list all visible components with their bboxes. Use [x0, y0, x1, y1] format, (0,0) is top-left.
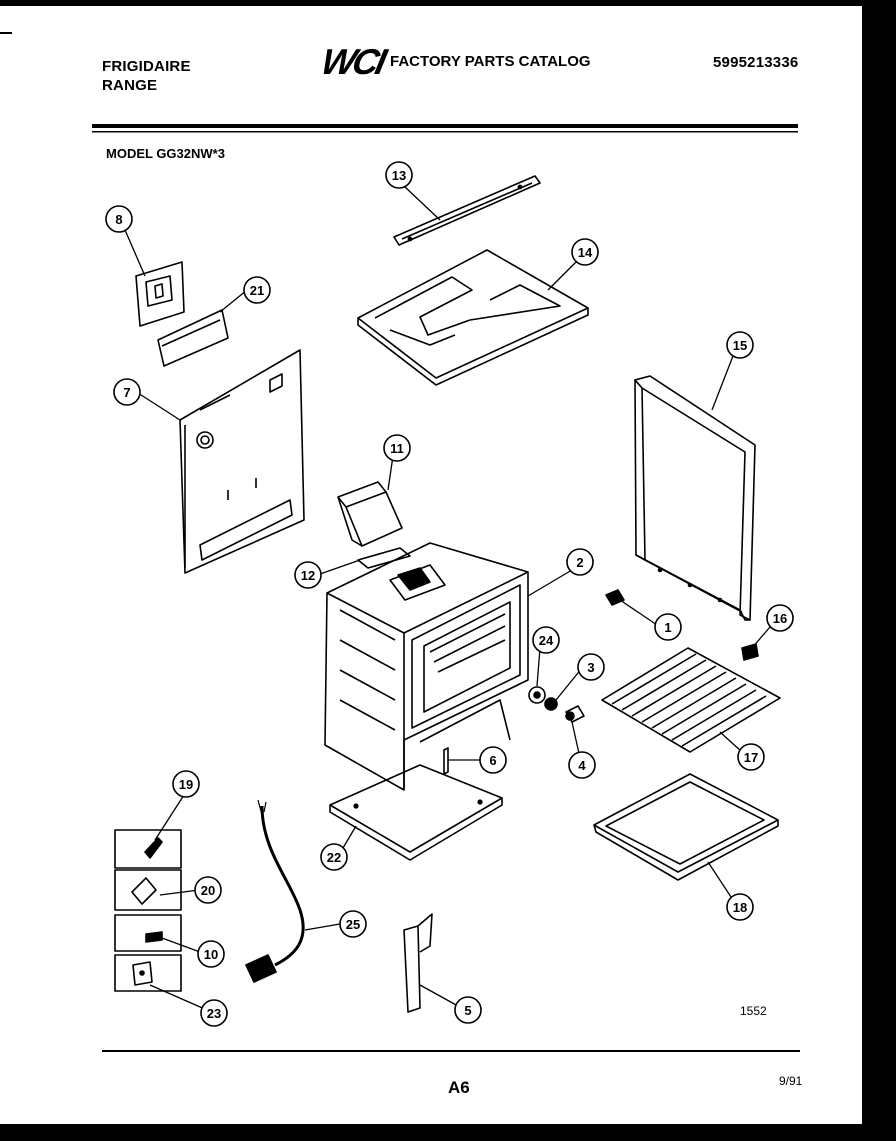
svg-text:12: 12 — [301, 568, 315, 583]
callout-24: 24 — [532, 626, 560, 654]
callout-18: 18 — [726, 893, 754, 921]
revision-date: 9/91 — [779, 1074, 803, 1088]
svg-text:2: 2 — [576, 555, 583, 570]
part-22-bottom-panel — [329, 764, 503, 861]
brand-name: FRIGIDAIRE — [102, 58, 191, 75]
svg-text:22: 22 — [327, 850, 341, 865]
header-rule — [92, 124, 798, 133]
catalog-number: 5995213336 — [713, 54, 799, 71]
svg-text:10: 10 — [204, 947, 218, 962]
part-20-fitting-box — [114, 869, 182, 911]
catalog-title: FACTORY PARTS CATALOG — [390, 53, 591, 70]
part-3-bezel — [544, 697, 558, 711]
part-1-clip — [605, 589, 625, 606]
svg-text:3: 3 — [587, 660, 594, 675]
svg-text:11: 11 — [390, 441, 404, 456]
svg-text:19: 19 — [179, 777, 193, 792]
page-id: A6 — [448, 1078, 470, 1097]
page-frame-right — [862, 0, 896, 1141]
callout-14: 14 — [571, 238, 599, 266]
part-19-fitting-box — [114, 829, 182, 869]
part-15-door-frame — [634, 375, 756, 621]
part-4-knob — [565, 705, 585, 723]
part-13-trim-strip — [393, 175, 541, 246]
part-12-component — [357, 547, 411, 569]
callout-19: 19 — [172, 770, 200, 798]
page-frame-bottom — [0, 1124, 896, 1141]
svg-text:1: 1 — [664, 620, 671, 635]
callout-2: 2 — [566, 548, 594, 576]
callout-3: 3 — [577, 653, 605, 681]
part-24-knob — [528, 686, 546, 704]
part-21-plate — [157, 309, 229, 367]
part-7-back-panel — [179, 349, 305, 574]
callout-22: 22 — [320, 843, 348, 871]
product-type: RANGE — [102, 77, 158, 94]
callout-6: 6 — [479, 746, 507, 774]
callout-12: 12 — [294, 561, 322, 589]
part-23-clip-box — [114, 954, 182, 992]
callout-8: 8 — [105, 205, 133, 233]
model-label: MODEL GG32NW*3 — [106, 146, 225, 161]
callout-10: 10 — [197, 940, 225, 968]
part-25-power-cord — [245, 799, 305, 983]
callout-11: 11 — [383, 434, 411, 462]
svg-text:8: 8 — [115, 212, 122, 227]
svg-text:21: 21 — [250, 283, 264, 298]
footer-rule — [102, 1050, 800, 1052]
svg-text:23: 23 — [207, 1006, 221, 1021]
callout-25: 25 — [339, 910, 367, 938]
part-10-screw-box — [114, 914, 182, 952]
part-5-bracket — [403, 913, 433, 1013]
callout-23: 23 — [200, 999, 228, 1027]
leader-lines — [124, 186, 771, 1011]
page-frame-top — [0, 0, 896, 6]
part-6-pin — [443, 747, 449, 775]
part-18-broiler-pan — [593, 773, 779, 881]
svg-text:15: 15 — [733, 338, 747, 353]
corner-mark — [0, 32, 12, 34]
callout-1: 1 — [654, 613, 682, 641]
callout-7: 7 — [113, 378, 141, 406]
svg-text:5: 5 — [464, 1003, 471, 1018]
callout-5: 5 — [454, 996, 482, 1024]
svg-text:7: 7 — [123, 385, 130, 400]
part-17-oven-rack — [601, 647, 781, 753]
part-16-rack-guide — [741, 643, 759, 661]
callout-21: 21 — [243, 276, 271, 304]
svg-text:24: 24 — [539, 633, 554, 648]
callouts: 13 14 8 21 7 15 11 12 2 1 16 24 3 17 6 4… — [105, 161, 794, 1027]
svg-text:16: 16 — [773, 611, 787, 626]
svg-text:4: 4 — [578, 758, 586, 773]
part-11-bracket — [337, 481, 403, 547]
svg-text:14: 14 — [578, 245, 593, 260]
svg-text:25: 25 — [346, 917, 360, 932]
svg-text:20: 20 — [201, 883, 215, 898]
drawing-code: 1552 — [740, 1004, 767, 1018]
svg-text:13: 13 — [392, 168, 406, 183]
callout-17: 17 — [737, 743, 765, 771]
callout-4: 4 — [568, 751, 596, 779]
part-2-oven-body — [324, 542, 529, 791]
brand-block: FRIGIDAIRE RANGE — [102, 57, 191, 95]
callout-16: 16 — [766, 604, 794, 632]
callout-15: 15 — [726, 331, 754, 359]
svg-text:17: 17 — [744, 750, 758, 765]
svg-text:18: 18 — [733, 900, 747, 915]
part-14-top-panel — [357, 249, 589, 386]
part-8-bracket — [135, 261, 185, 327]
callout-13: 13 — [385, 161, 413, 189]
callout-20: 20 — [194, 876, 222, 904]
svg-text:6: 6 — [489, 753, 496, 768]
